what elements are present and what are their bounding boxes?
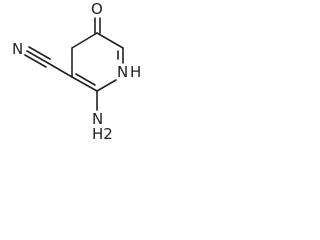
bond-c3-cn (47, 62, 73, 78)
amino-hydrogen-label: H2 (92, 125, 113, 141)
ring-nitrogen-label: N (117, 63, 128, 81)
bond-nitrile-1 (26, 50, 49, 64)
carbonyl-group (94, 17, 101, 34)
bond-c2-c3 (71, 76, 98, 92)
bond-nitrile-2 (28, 46, 51, 60)
pyridinone-ring (71, 32, 124, 92)
bond-c4-c5 (96, 32, 124, 49)
bond-c4-ring (71, 32, 98, 49)
nitrile-group (24, 46, 73, 78)
bond-nitrile-3 (24, 54, 47, 68)
nitrile-nitrogen-label: N (12, 40, 23, 58)
amino-nitrogen-label: N (92, 110, 103, 128)
bond-c2-c3-inner (75, 73, 96, 86)
bond-n1-c2 (96, 79, 117, 92)
ring-hydrogen-label: H (130, 63, 141, 81)
oxygen-label: O (91, 0, 103, 18)
chemical-structure-diagram: O N H N N H2 (12, 0, 141, 141)
